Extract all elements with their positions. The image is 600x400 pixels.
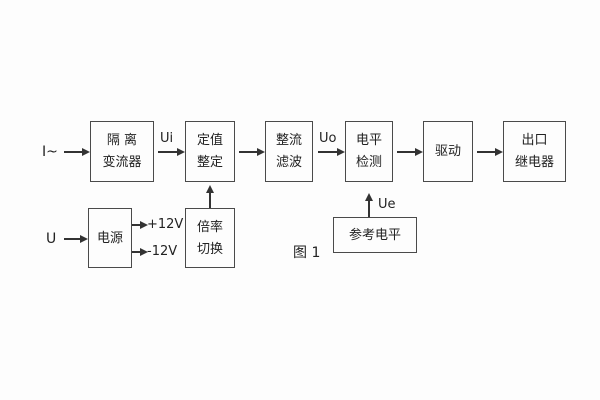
arrow-isolation-to-setpoint (158, 148, 185, 155)
block-reference-level: 参考电平 (333, 217, 417, 253)
arrow-level-to-drive (397, 148, 423, 155)
signal-plus12v-label: +12V (147, 217, 184, 232)
block-power-supply: 电源 (88, 208, 132, 268)
block-output-relay: 出口 继电器 (503, 121, 566, 182)
block-setpoint-adjust: 定值 整定 (185, 121, 235, 182)
block-ratio-switch: 倍率 切换 (185, 208, 235, 268)
block-label: 倍率 (196, 219, 223, 235)
signal-ue-label: Ue (378, 197, 396, 212)
block-label: 切换 (196, 241, 223, 257)
block-drive: 驱动 (423, 121, 473, 182)
signal-uo-label: Uo (319, 131, 337, 146)
arrow-input-to-isolation (64, 148, 90, 155)
block-label: 出口 (521, 133, 548, 148)
arrow-reference-to-level (365, 193, 372, 217)
arrow-voltage-to-power (64, 235, 88, 242)
arrow-power-plus12v (132, 221, 148, 228)
arrow-drive-to-relay (477, 148, 503, 155)
arrow-setpoint-to-rectifier (239, 148, 265, 155)
signal-ui-label: Ui (160, 131, 174, 146)
block-label: 隔 离 (106, 133, 138, 148)
block-label: 参考电平 (348, 227, 401, 243)
arrow-rectifier-to-level (318, 148, 345, 155)
block-label: 检测 (355, 155, 382, 170)
block-label: 驱动 (434, 144, 461, 159)
arrow-ratio-to-setpoint (206, 185, 213, 208)
signal-input-voltage-label: U (46, 231, 57, 247)
signal-minus12v-label: -12V (147, 244, 178, 259)
block-label: 继电器 (514, 155, 554, 170)
block-label: 变流器 (102, 155, 142, 170)
block-label: 定值 (196, 133, 223, 148)
signal-input-current-label: I~ (42, 144, 58, 160)
block-rectifier-filter: 整流 滤波 (265, 121, 313, 182)
block-label: 整流 (275, 133, 302, 148)
block-label: 整定 (196, 155, 223, 170)
block-level-detect: 电平 检测 (345, 121, 393, 182)
block-label: 滤波 (275, 155, 302, 170)
arrow-power-minus12v (132, 248, 148, 255)
block-label: 电源 (96, 230, 123, 246)
figure-caption: 图 1 (293, 245, 321, 261)
block-label: 电平 (355, 133, 382, 148)
block-isolation-transformer: 隔 离 变流器 (90, 121, 154, 182)
